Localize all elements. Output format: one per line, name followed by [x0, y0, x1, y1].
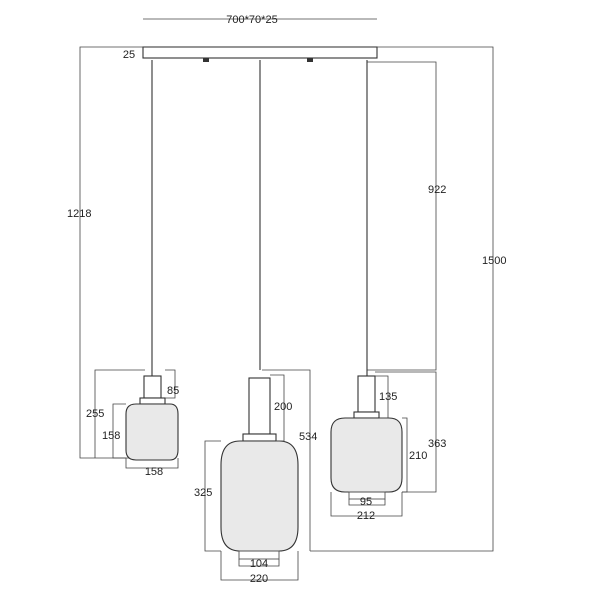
right-total-label: 363 — [428, 438, 446, 450]
center-shade-height-dimension — [204, 440, 221, 552]
right-total-dimension — [375, 371, 437, 493]
left-shade-width-dimension — [125, 458, 179, 469]
center-neck-dimension — [238, 559, 280, 567]
right-neck-dimension — [348, 499, 386, 506]
canopy-size-label: 700*70*25 — [226, 14, 277, 26]
right-shade-width-dimension — [330, 492, 403, 517]
right-holder-label: 135 — [379, 391, 397, 403]
canopy-thickness-label: 25 — [123, 49, 135, 61]
left-shade-height-dimension — [112, 403, 126, 459]
center-total-label: 534 — [299, 431, 317, 443]
right-lamp — [330, 375, 403, 500]
center-shade-width-dimension — [220, 551, 299, 581]
left-collar — [139, 397, 166, 405]
right-holder-dimension — [375, 375, 389, 419]
left-lamp — [125, 375, 179, 461]
right-shade-width-label: 212 — [357, 510, 375, 522]
center-collar — [242, 433, 277, 442]
center-neck — [238, 550, 280, 560]
right-holder — [357, 375, 376, 413]
center-total-dimension — [262, 369, 311, 551]
center-neck-label: 104 — [250, 558, 268, 570]
left-holder-label: 85 — [167, 385, 179, 397]
left-total-label: 255 — [86, 408, 104, 420]
center-lamp — [220, 377, 299, 560]
right-cable-dimension — [367, 61, 437, 371]
center-shade-width-label: 220 — [250, 573, 268, 585]
canopy — [142, 46, 378, 62]
left-cable-dimension — [79, 46, 145, 459]
left-shade-width-label: 158 — [145, 466, 163, 478]
left-shade-height-label: 158 — [102, 430, 120, 442]
right-cable-label: 922 — [428, 184, 446, 196]
overall-height-label: 1500 — [482, 255, 506, 267]
center-glass-shade — [220, 440, 299, 552]
left-total-dimension — [94, 369, 145, 458]
left-glass-shade — [125, 403, 179, 461]
right-shade-height-label: 210 — [409, 450, 427, 462]
right-neck-label: 95 — [360, 496, 372, 508]
right-shade-height-dimension — [402, 417, 408, 493]
center-holder — [248, 377, 271, 435]
left-holder-dimension — [165, 369, 176, 399]
center-holder-label: 200 — [274, 401, 292, 413]
center-shade-height-label: 325 — [194, 487, 212, 499]
right-neck — [348, 491, 386, 500]
left-holder — [143, 375, 162, 399]
center-holder-dimension — [270, 374, 285, 442]
right-glass-shade — [330, 417, 403, 493]
overall-height-dimension — [143, 46, 494, 552]
right-collar — [353, 411, 380, 419]
left-cable-label: 1218 — [67, 208, 91, 220]
